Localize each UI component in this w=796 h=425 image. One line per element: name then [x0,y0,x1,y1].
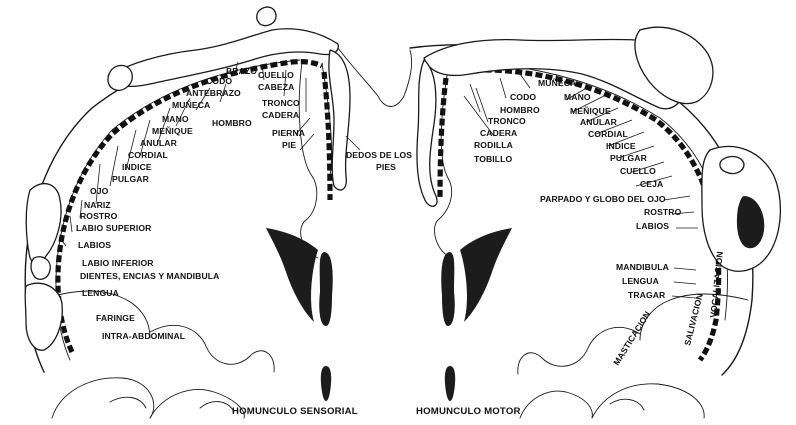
label-masticacion-motor: MASTICACION [611,309,652,367]
label-brazo: BRAZO [226,66,257,76]
label-rodilla-motor: RODILLA [474,140,513,150]
label-cordial: CORDIAL [128,150,168,160]
label-labio-superior: LABIO SUPERIOR [76,223,152,233]
label-labio-inferior: LABIO INFERIOR [82,258,154,268]
label-pie: PIE [282,140,296,150]
label-labios-motor: LABIOS [636,221,669,231]
label-rostro-motor: ROSTRO [644,207,682,217]
right-lateral-ventricle [460,228,512,322]
label-anular-motor: ANULAR [580,117,618,127]
label-mano-motor: MANO [564,92,591,102]
label-vocalizacion-motor: VOCALIZACION [708,251,725,318]
label-cadera: CADERA [262,110,299,120]
label-cadera-motor: CADERA [480,128,517,138]
label-cabeza: CABEZA [258,82,294,92]
label-pulgar-motor: PULGAR [610,153,648,163]
label-dedos-de-los: DEDOS DE LOS [346,150,412,160]
label-cordial-motor: CORDIAL [588,129,628,139]
right-septum [441,252,454,326]
label-menique-motor: MEÑIQUE [570,106,611,116]
left-lateral-ventricle [266,228,318,322]
label-pies: PIES [376,162,396,172]
label-menique: MEÑIQUE [152,126,193,136]
label-tronco: TRONCO [262,98,300,108]
label-ceja-motor: CEJA [640,179,663,189]
label-pulgar: PULGAR [112,174,150,184]
right-third-ventricle [445,366,455,401]
label-anular: ANULAR [140,138,178,148]
label-salivacion-motor: SALIVACION [682,292,705,346]
label-tobillo-motor: TOBILLO [474,154,512,164]
label-mano: MANO [162,114,189,124]
label-labios: LABIOS [78,240,111,250]
left-septum [319,252,332,326]
label-codo-motor: CODO [510,92,536,102]
label-cuello: CUELLO [258,70,294,80]
ventricles [266,228,512,401]
label-codo: CODO [206,76,232,86]
motor-labels: MUÑECA CODO HOMBRO TRONCO CADERA RODILLA… [474,78,725,367]
label-muneca: MUÑECA [172,100,210,110]
label-lengua: LENGUA [82,288,119,298]
label-lengua-motor: LENGUA [622,276,659,286]
label-tronco-motor: TRONCO [488,116,526,126]
label-indice: INDICE [122,162,152,172]
label-dientes: DIENTES, ENCIAS Y MANDIBULA [80,271,219,281]
label-faringe: FARINGE [96,313,135,323]
sensory-homunculus-title: HOMUNCULO SENSORIAL [232,406,358,417]
label-intra-abdominal: INTRA-ABDOMINAL [102,331,185,341]
label-hombro-motor: HOMBRO [500,105,540,115]
label-nariz: NARIZ [84,200,111,210]
label-pierna: PIERNA [272,128,305,138]
label-mandibula-motor: MANDIBULA [616,262,669,272]
left-third-ventricle [321,366,331,401]
motor-homunculus-figure [417,27,780,271]
label-indice-motor: INDICE [606,141,636,151]
label-ojo: OJO [90,186,109,196]
label-parpado-motor: PARPADO Y GLOBO DEL OJO [540,194,666,204]
label-rostro: ROSTRO [80,211,118,221]
label-hombro: HOMBRO [212,118,252,128]
label-tragar-motor: TRAGAR [628,290,666,300]
label-muneca-motor: MUÑECA [538,78,576,88]
label-antebrazo: ANTEBRAZO [186,88,241,98]
motor-homunculus-title: HOMUNCULO MOTOR [416,406,521,417]
label-cuello-motor: CUELLO [620,166,656,176]
